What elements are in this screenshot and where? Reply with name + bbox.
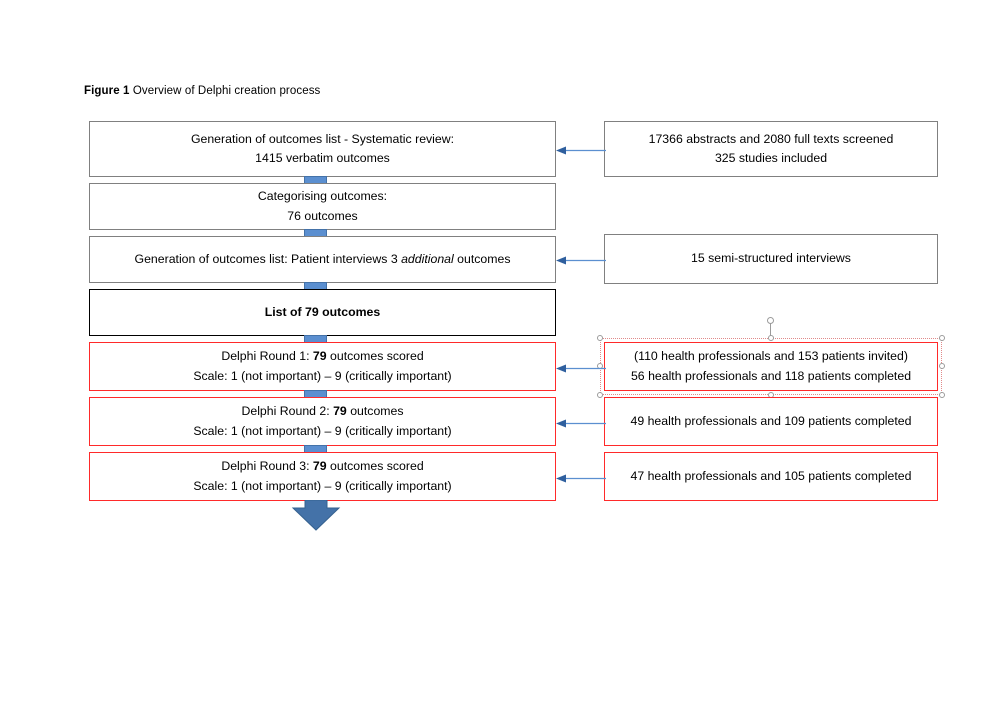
resize-handle-bottom-left[interactable] bbox=[597, 392, 603, 398]
box-abstracts-screened[interactable]: 17366 abstracts and 2080 full texts scre… bbox=[604, 121, 938, 177]
box-line-bold: 79 bbox=[312, 349, 327, 364]
box-line-post: outcomes bbox=[346, 404, 404, 419]
arrow-round-1-participants-to-delphi-1 bbox=[556, 361, 606, 373]
box-line: 76 outcomes bbox=[287, 208, 358, 223]
box-line: Categorising outcomes: bbox=[257, 189, 388, 204]
arrow-abstracts-to-generation bbox=[556, 143, 606, 155]
box-line: List of 79 outcomes bbox=[264, 304, 381, 319]
box-categorising-outcomes[interactable]: Categorising outcomes: 76 outcomes bbox=[89, 183, 556, 230]
box-line: 49 health professionals and 109 patients… bbox=[630, 413, 912, 428]
box-delphi-round-3[interactable]: Delphi Round 3: 79 outcomes scored Scale… bbox=[89, 452, 556, 501]
box-line-bold: 79 bbox=[333, 404, 347, 419]
box-generation-systematic-review[interactable]: Generation of outcomes list - Systematic… bbox=[89, 121, 556, 177]
box-line-post: outcomes bbox=[453, 251, 511, 266]
resize-handle-top-right[interactable] bbox=[939, 335, 945, 341]
resize-handle-bottom-right[interactable] bbox=[939, 392, 945, 398]
box-line: 56 health professionals and 118 patients… bbox=[630, 368, 912, 383]
arrow-round-3-participants-to-delphi-3 bbox=[556, 471, 606, 483]
box-line-pre: Delphi Round 3: bbox=[221, 459, 313, 474]
box-line-pre: Generation of outcomes list: Patient int… bbox=[134, 251, 402, 266]
box-line-bold: 79 bbox=[312, 459, 327, 474]
figure-label: Figure 1 bbox=[84, 85, 130, 97]
box-line-pre: Delphi Round 2: bbox=[241, 404, 334, 419]
box-round-1-participants[interactable]: (110 health professionals and 153 patien… bbox=[604, 342, 938, 391]
arrow-round-2-participants-to-delphi-2 bbox=[556, 416, 606, 428]
resize-handle-top-left[interactable] bbox=[597, 335, 603, 341]
box-semi-structured-interviews[interactable]: 15 semi-structured interviews bbox=[604, 234, 938, 284]
flow-end-down-arrow-icon bbox=[280, 499, 352, 537]
box-line: 325 studies included bbox=[714, 151, 828, 165]
box-line-italic: additional bbox=[401, 251, 454, 266]
box-list-of-79-outcomes[interactable]: List of 79 outcomes bbox=[89, 289, 556, 336]
box-line: 15 semi-structured interviews bbox=[691, 251, 851, 266]
box-generation-patient-interviews[interactable]: Generation of outcomes list: Patient int… bbox=[89, 236, 556, 283]
rotation-handle-stem bbox=[770, 322, 771, 338]
box-line: Generation of outcomes list - Systematic… bbox=[190, 131, 455, 146]
figure-caption-text: Overview of Delphi creation process bbox=[132, 85, 321, 97]
rotation-handle[interactable] bbox=[767, 317, 774, 324]
figure-caption: Figure 1 Overview of Delphi creation pro… bbox=[84, 85, 320, 97]
box-round-3-participants[interactable]: 47 health professionals and 105 patients… bbox=[604, 452, 938, 501]
box-line: Delphi Round 1: 79 outcomes scored bbox=[221, 347, 423, 366]
box-delphi-round-2[interactable]: Delphi Round 2: 79 outcomes Scale: 1 (no… bbox=[89, 397, 556, 446]
resize-handle-top-center[interactable] bbox=[768, 335, 774, 341]
box-line: Generation of outcomes list: Patient int… bbox=[135, 250, 511, 269]
arrow-interviews-to-generation bbox=[556, 253, 606, 265]
box-delphi-round-1[interactable]: Delphi Round 1: 79 outcomes scored Scale… bbox=[89, 342, 556, 391]
box-line: Scale: 1 (not important) – 9 (critically… bbox=[193, 478, 452, 493]
box-line: Delphi Round 2: 79 outcomes bbox=[241, 402, 403, 421]
box-line: 1415 verbatim outcomes bbox=[255, 151, 390, 165]
box-line-post: outcomes scored bbox=[326, 349, 424, 364]
box-line: Delphi Round 3: 79 outcomes scored bbox=[221, 457, 423, 476]
box-line-pre: Delphi Round 1: bbox=[221, 349, 313, 364]
box-line: Scale: 1 (not important) – 9 (critically… bbox=[193, 423, 452, 438]
box-line: Scale: 1 (not important) – 9 (critically… bbox=[193, 368, 452, 383]
box-line: 17366 abstracts and 2080 full texts scre… bbox=[648, 131, 894, 146]
box-line: 47 health professionals and 105 patients… bbox=[630, 468, 912, 483]
box-round-2-participants[interactable]: 49 health professionals and 109 patients… bbox=[604, 397, 938, 446]
box-line-post: outcomes scored bbox=[326, 459, 424, 474]
box-line: (110 health professionals and 153 patien… bbox=[634, 349, 908, 364]
resize-handle-middle-right[interactable] bbox=[939, 363, 945, 369]
